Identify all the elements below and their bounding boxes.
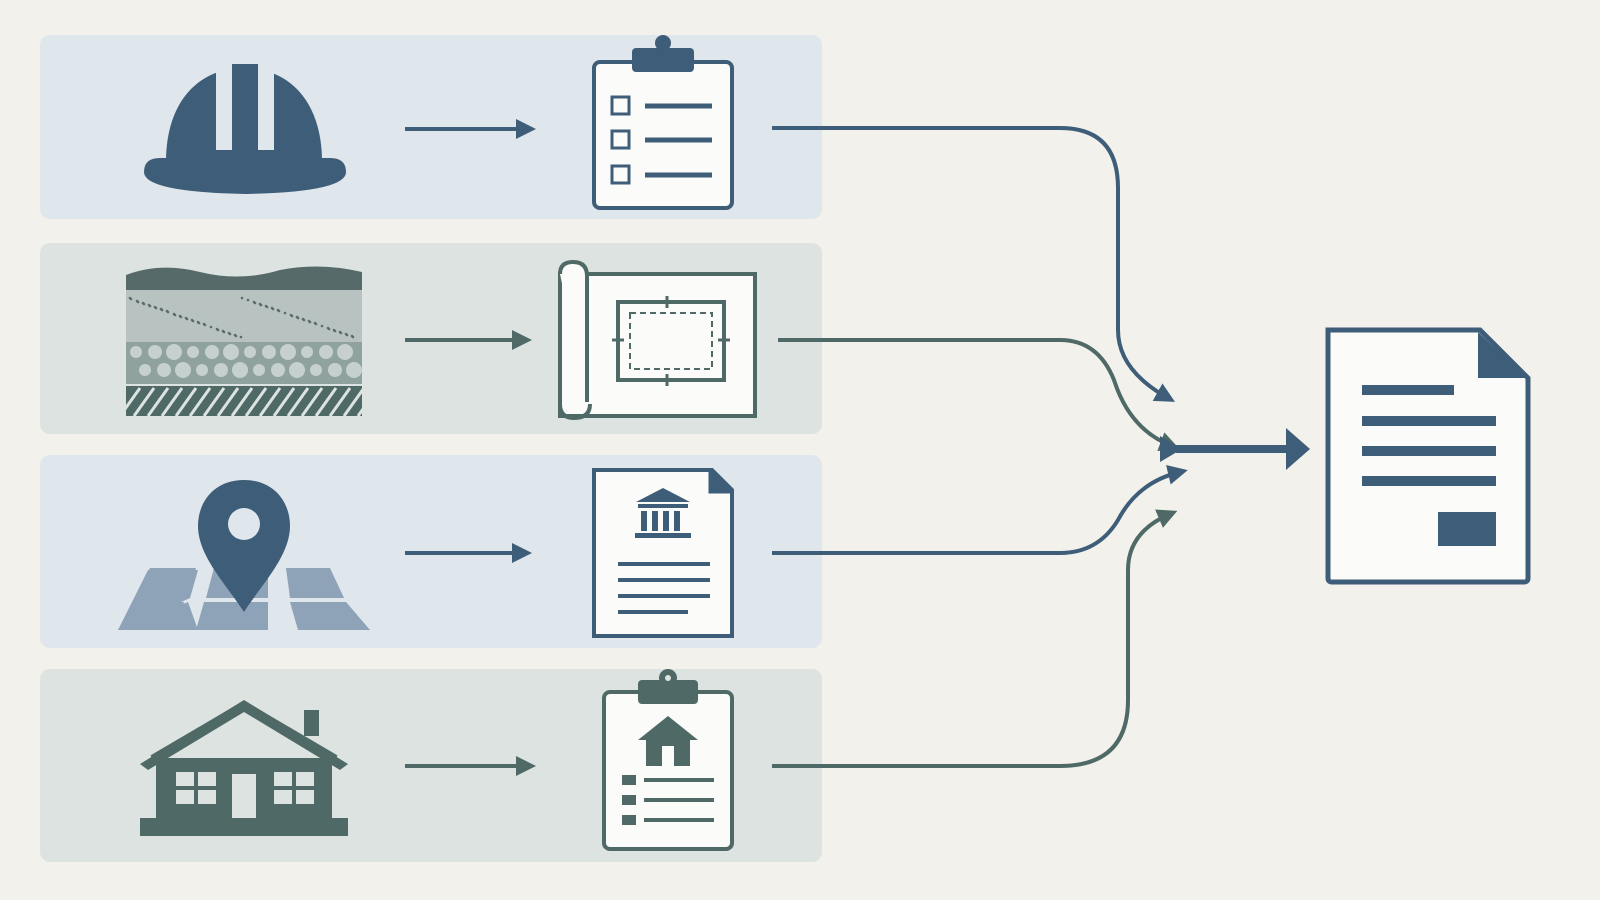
final-report-document-icon bbox=[1325, 327, 1531, 585]
hard-hat-icon bbox=[144, 64, 346, 194]
arrow-merge-head bbox=[1286, 428, 1310, 470]
arrow-merge-tail bbox=[1160, 436, 1182, 462]
property-report-clipboard-icon bbox=[602, 669, 734, 851]
connector-document-to-report bbox=[772, 465, 1188, 555]
map-pin-icon bbox=[118, 480, 370, 630]
soil-layers-icon bbox=[118, 266, 380, 417]
municipal-document-icon bbox=[592, 468, 734, 638]
checklist-clipboard-icon bbox=[592, 35, 734, 210]
connector-checklist-to-report bbox=[772, 126, 1175, 402]
house-icon bbox=[140, 700, 348, 836]
connector-clipboard-to-report bbox=[772, 509, 1178, 768]
connector-blueprint-to-report bbox=[778, 338, 1180, 452]
blueprint-icon bbox=[558, 259, 757, 421]
